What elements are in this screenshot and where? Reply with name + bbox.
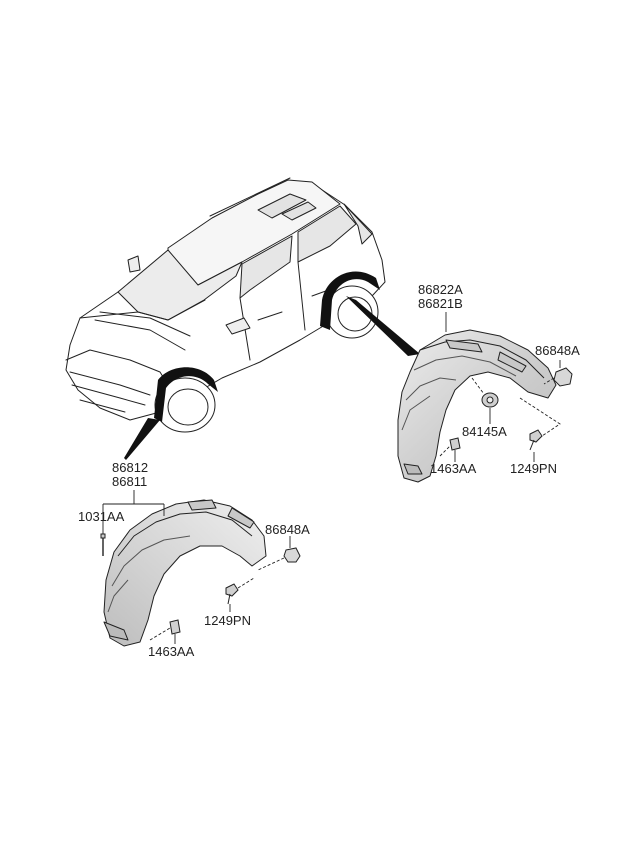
label-rear-nut: 86848A xyxy=(535,343,580,358)
label-front-part-a: 86812 xyxy=(112,460,149,475)
label-rear-part-b: 86821B xyxy=(418,296,463,311)
front-guard-highlight xyxy=(154,367,218,422)
leader-lines xyxy=(102,312,561,644)
rear-pin-1249pn xyxy=(529,429,543,443)
label-rear-bolt: 1463AA xyxy=(430,461,477,476)
label-rear-clip-center: 84145A xyxy=(462,424,507,439)
label-rear-part-a: 86822A xyxy=(418,282,463,297)
vehicle-illustration xyxy=(65,177,386,433)
label-front-bolt: 1463AA xyxy=(148,644,195,659)
rear-wheel-guard xyxy=(397,329,557,483)
front-pin-1249pn xyxy=(225,583,239,597)
label-front-pin: 1249PN xyxy=(204,613,251,628)
front-bolt-1463aa xyxy=(169,619,181,635)
rear-nut-86848a xyxy=(553,367,573,387)
label-rear-pin: 1249PN xyxy=(510,461,557,476)
front-leader-wedge xyxy=(124,418,160,460)
rear-bolt-1463aa xyxy=(449,437,461,451)
label-front-part-b: 86811 xyxy=(112,474,148,489)
front-screw-1031aa xyxy=(100,533,106,539)
vehicle-guard-highlights xyxy=(124,271,420,460)
front-wheel-guard xyxy=(103,499,267,647)
label-front-nut: 86848A xyxy=(265,522,310,537)
front-nut-86848a xyxy=(283,547,301,563)
label-front-screw: 1031AA xyxy=(78,509,125,524)
rear-leader-wedge xyxy=(346,296,420,356)
fasteners xyxy=(100,367,573,635)
rear-guard-highlight xyxy=(320,271,380,330)
